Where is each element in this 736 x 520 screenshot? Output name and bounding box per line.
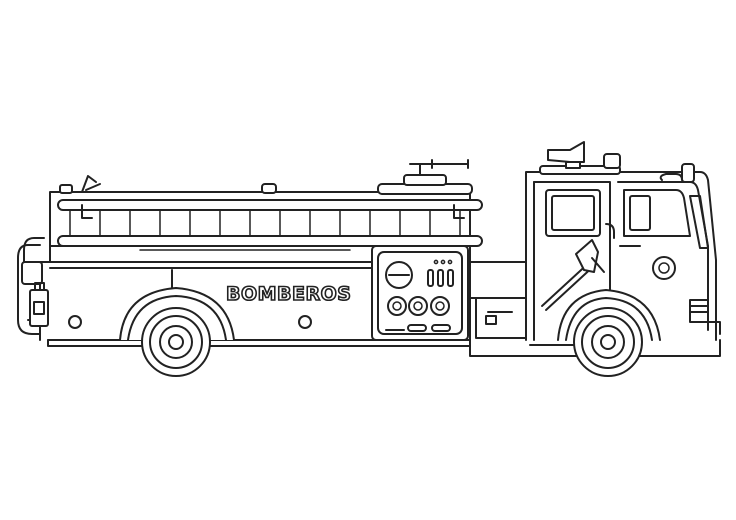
cab — [469, 141, 721, 341]
front-cab-window — [623, 189, 691, 237]
marker-light-icon — [68, 315, 82, 329]
valve-icon — [387, 296, 407, 316]
roof-details — [59, 159, 473, 195]
axe-icon — [541, 239, 605, 311]
mirror-icon — [681, 163, 695, 183]
extinguisher — [29, 289, 49, 327]
emblem-icon — [652, 256, 676, 280]
siren-icon — [547, 141, 585, 163]
ladder — [57, 199, 483, 247]
rear-wheel — [141, 307, 211, 377]
valve-icon — [430, 296, 450, 316]
front-wheel — [573, 307, 643, 377]
beacon-icon — [261, 183, 277, 194]
rear-cab-window — [545, 189, 601, 237]
marker-light-icon — [298, 315, 312, 329]
chassis — [47, 339, 721, 357]
pump-panel — [371, 245, 469, 341]
side-label-text: BOMBEROS — [226, 283, 351, 305]
rear-light-icon — [59, 184, 73, 194]
rear-rail — [17, 237, 49, 335]
roof-light-icon — [603, 153, 621, 169]
valve-icon — [408, 296, 428, 316]
